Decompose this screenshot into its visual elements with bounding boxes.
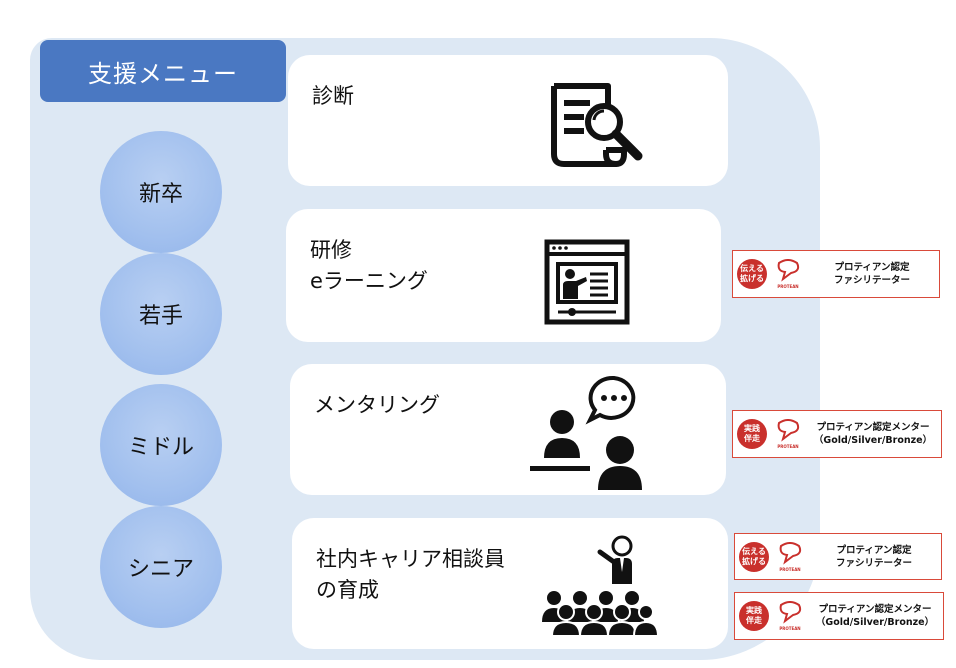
badge-label: プロティアン認定メンター （Gold/Silver/Bronze） [813,422,933,446]
card-title-training: 研修 eラーニング [310,238,428,293]
card-training-elearning[interactable]: 研修 eラーニング [286,209,721,342]
protean-logo-icon: PROTEAN [771,259,805,289]
diagnosis-document-magnifier-icon [551,83,643,167]
badge-label: プロティアン認定 ファシリテーター [835,544,912,569]
badge-label: プロティアン認定 ファシリテーター [833,262,910,286]
card-mentoring[interactable]: メンタリング [290,364,726,495]
lecturer-audience-icon [542,535,658,636]
stage-senior[interactable]: シニア [100,506,222,628]
protean-logo-icon: PROTEAN [773,541,807,572]
stage-label: 若手 [138,304,183,329]
card-career-counselor-training[interactable]: 社内キャリア相談員 の育成 [292,518,728,649]
support-menu-tab[interactable]: 支援メニュー [40,40,286,102]
stage-new-graduate[interactable]: 新卒 [100,131,222,253]
card-diagnosis[interactable]: 診断 [288,55,728,186]
card-title-mentoring: メンタリング [314,393,440,417]
protean-logo-icon: PROTEAN [773,601,807,631]
card-title-diagnosis: 診断 [312,84,354,108]
seal-practice-support: 実践 伴走 [737,419,767,449]
support-menu-title: 支援メニュー [88,59,238,88]
badge-certified-mentor: 実践 伴走 PROTEAN プロティアン認定メンター （Gold/Silver/… [732,410,942,458]
badge-certified-facilitator: 伝える 拡げる PROTEAN プロティアン認定 ファシリテーター [734,533,942,580]
stage-label: 新卒 [138,182,183,207]
stage-young[interactable]: 若手 [100,253,222,375]
badge-label: プロティアン認定メンター （Gold/Silver/Bronze） [815,604,935,628]
stage-label: ミドル [127,435,194,460]
seal-convey-spread: 伝える 拡げる [737,259,767,289]
protean-logo-icon: PROTEAN [771,419,805,449]
seal-convey-spread: 伝える 拡げる [739,541,769,572]
badge-certified-facilitator: 伝える 拡げる PROTEAN プロティアン認定 ファシリテーター [732,250,940,298]
badge-certified-mentor: 実践 伴走 PROTEAN プロティアン認定メンター （Gold/Silver/… [734,592,944,640]
stage-middle[interactable]: ミドル [100,384,222,506]
card-title-career-counselor: 社内キャリア相談員 の育成 [316,547,505,602]
stage-label: シニア [127,557,194,582]
seal-practice-support: 実践 伴走 [739,601,769,631]
mentoring-speech-bubble-icon [530,375,642,490]
elearning-screen-presenter-icon [544,239,630,325]
